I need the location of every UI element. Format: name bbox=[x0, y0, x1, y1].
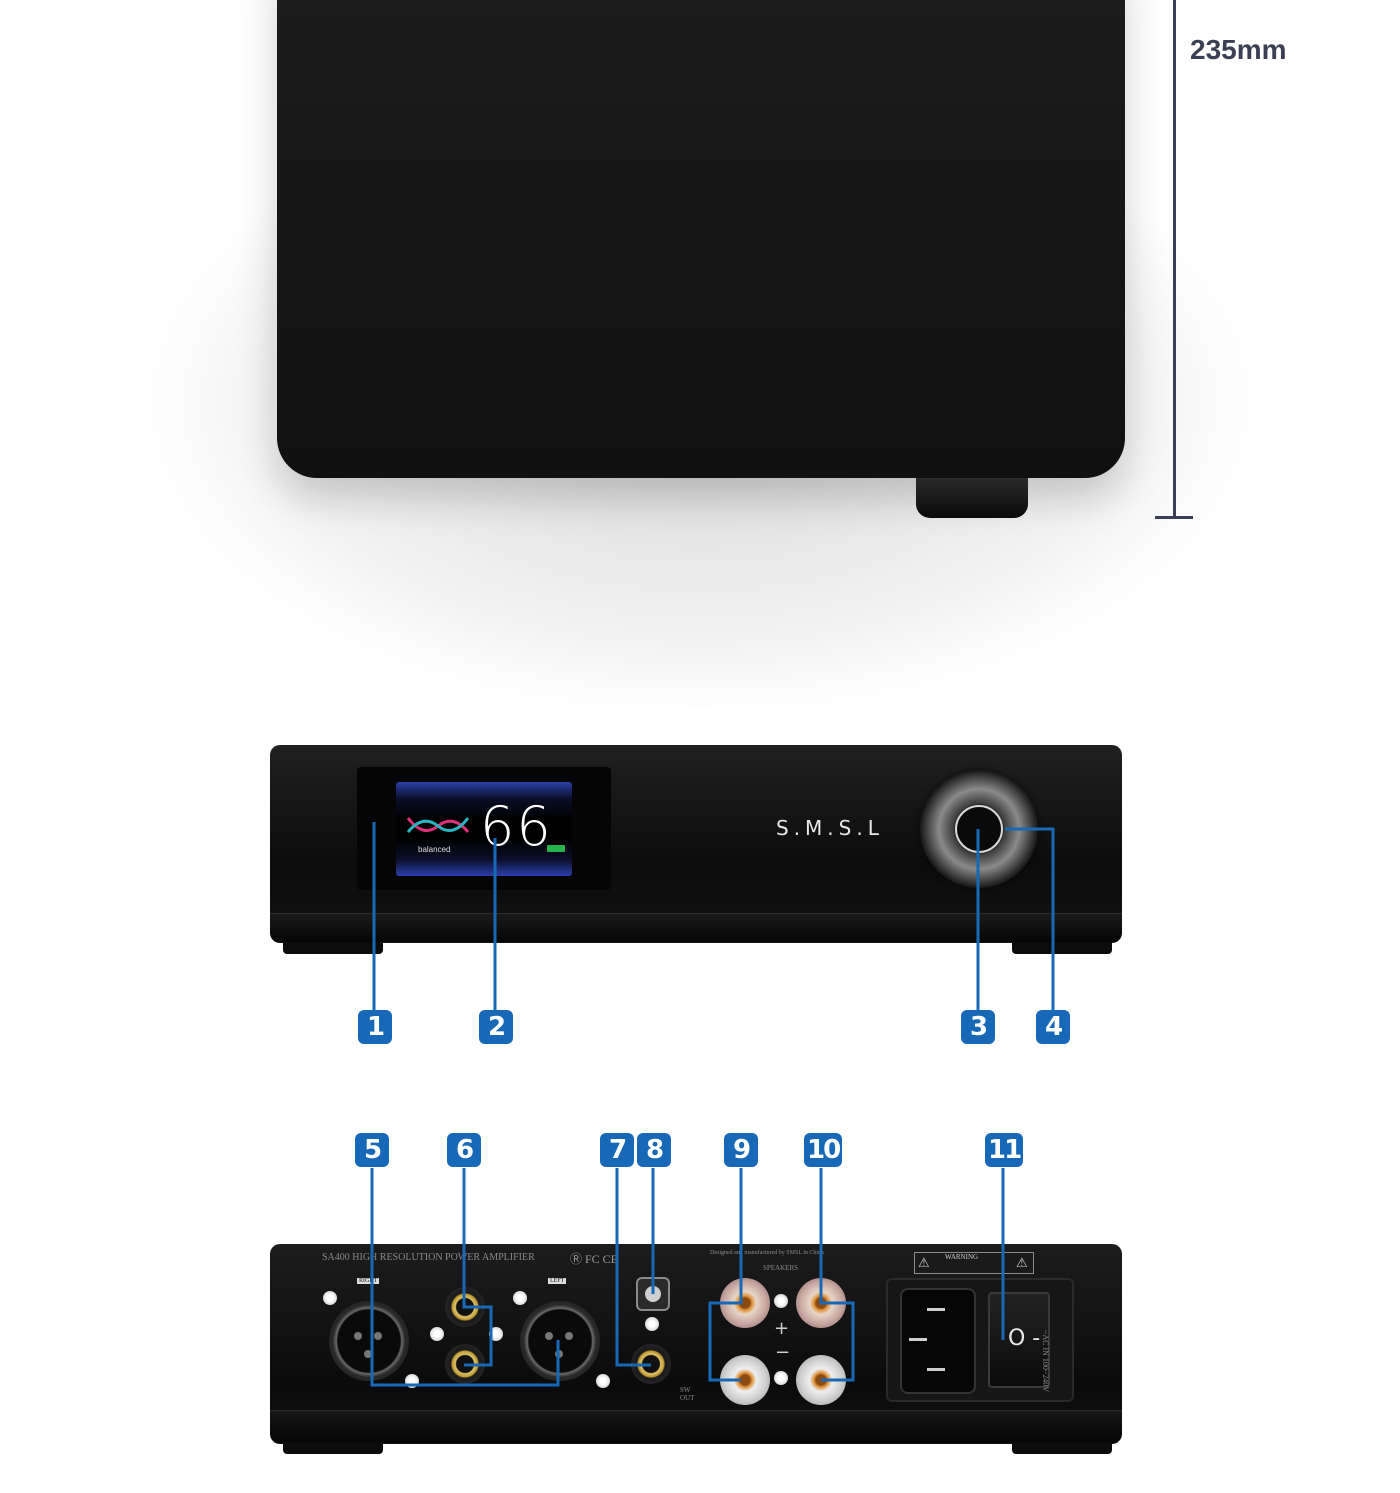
screw bbox=[405, 1374, 419, 1388]
screw bbox=[596, 1374, 610, 1388]
callout-badge-11: 11 bbox=[985, 1133, 1024, 1167]
ground-terminal-screw bbox=[645, 1286, 661, 1302]
warning-label: WARNING bbox=[945, 1253, 979, 1261]
xlr-right-pin bbox=[364, 1350, 372, 1358]
callout-badge-7: 7 bbox=[600, 1133, 634, 1167]
rear-view-base-band bbox=[270, 1410, 1122, 1443]
callout-badge-3: 3 bbox=[961, 1010, 995, 1044]
xlr-right-pin bbox=[374, 1332, 382, 1340]
speaker-post-left-positive[interactable] bbox=[796, 1278, 846, 1328]
xlr-input-right[interactable] bbox=[329, 1301, 409, 1381]
callout-badge-1: 1 bbox=[358, 1010, 392, 1044]
screw bbox=[645, 1317, 659, 1331]
xlr-left-pin bbox=[565, 1332, 573, 1340]
screw bbox=[513, 1291, 527, 1305]
screw bbox=[489, 1327, 503, 1341]
rca-input-left[interactable] bbox=[445, 1344, 485, 1384]
speaker-post-left-negative[interactable] bbox=[796, 1355, 846, 1405]
speaker-post-right-positive[interactable] bbox=[720, 1278, 770, 1328]
top-view-volume-knob bbox=[916, 478, 1028, 518]
iec-pin bbox=[927, 1308, 945, 1311]
front-foot-right bbox=[1012, 942, 1112, 954]
iec-pin bbox=[927, 1368, 945, 1371]
dimension-line-cap bbox=[1155, 516, 1193, 519]
speaker-post-right-negative[interactable] bbox=[720, 1355, 770, 1405]
callout-badge-10: 10 bbox=[804, 1133, 843, 1167]
callout-badge-2: 2 bbox=[479, 1010, 513, 1044]
iec-pin bbox=[909, 1338, 927, 1341]
warning-triangle-icon: ⚠ bbox=[1016, 1255, 1028, 1270]
power-switch-mark: O - bbox=[1008, 1326, 1041, 1351]
rear-foot-right bbox=[1012, 1442, 1112, 1454]
callout-badge-5: 5 bbox=[355, 1133, 389, 1167]
xlr-left-pin bbox=[555, 1350, 563, 1358]
callout-badge-4: 4 bbox=[1036, 1010, 1070, 1044]
front-view-base-band bbox=[270, 913, 1122, 942]
callout-badge-8: 8 bbox=[637, 1133, 671, 1167]
balanced-wave-icon bbox=[406, 817, 470, 833]
screw bbox=[774, 1294, 788, 1308]
front-foot-left bbox=[283, 942, 383, 954]
warning-triangle-icon: ⚠ bbox=[918, 1255, 930, 1270]
rca-input-right[interactable] bbox=[445, 1287, 485, 1327]
display-status-badge bbox=[547, 845, 565, 852]
xlr-right-label: RIGHT bbox=[357, 1278, 380, 1284]
display-mode-label: balanced bbox=[418, 845, 451, 854]
xlr-right-pin bbox=[354, 1332, 362, 1340]
subwoofer-output[interactable] bbox=[631, 1344, 671, 1384]
brand-logo: S.M.S.L bbox=[776, 816, 884, 840]
sw-out-label: SW OUT bbox=[680, 1386, 695, 1402]
positive-sign: + bbox=[774, 1318, 790, 1339]
power-switch[interactable] bbox=[988, 1292, 1050, 1388]
screw bbox=[323, 1291, 337, 1305]
designed-by-label: Designed and manufactured by SMSL in Chi… bbox=[710, 1250, 824, 1256]
screw bbox=[774, 1371, 788, 1385]
xlr-left-label: LEFT bbox=[548, 1278, 567, 1284]
xlr-left-pin bbox=[545, 1332, 553, 1340]
rear-model-title: SA400 HIGH RESOLUTION POWER AMPLIFIER bbox=[322, 1252, 535, 1263]
callout-badge-9: 9 bbox=[724, 1133, 758, 1167]
dimension-line bbox=[1173, 0, 1176, 519]
top-view-chassis bbox=[277, 0, 1125, 478]
dimension-label: 235mm bbox=[1190, 34, 1287, 65]
certification-marks-icon: Ⓡ FC CE bbox=[570, 1252, 619, 1266]
negative-sign: − bbox=[775, 1342, 791, 1363]
rear-foot-left bbox=[283, 1442, 383, 1454]
xlr-input-left[interactable] bbox=[520, 1301, 600, 1381]
callout-badge-6: 6 bbox=[447, 1133, 481, 1167]
volume-knob-center-button bbox=[955, 805, 1003, 853]
screw bbox=[430, 1327, 444, 1341]
ac-input-label: ~AC IN 100~240V bbox=[1041, 1330, 1050, 1392]
iec-power-inlet[interactable] bbox=[900, 1288, 976, 1394]
display-volume-value: 66 bbox=[480, 795, 553, 858]
speakers-label: SPEAKERS bbox=[763, 1264, 799, 1272]
